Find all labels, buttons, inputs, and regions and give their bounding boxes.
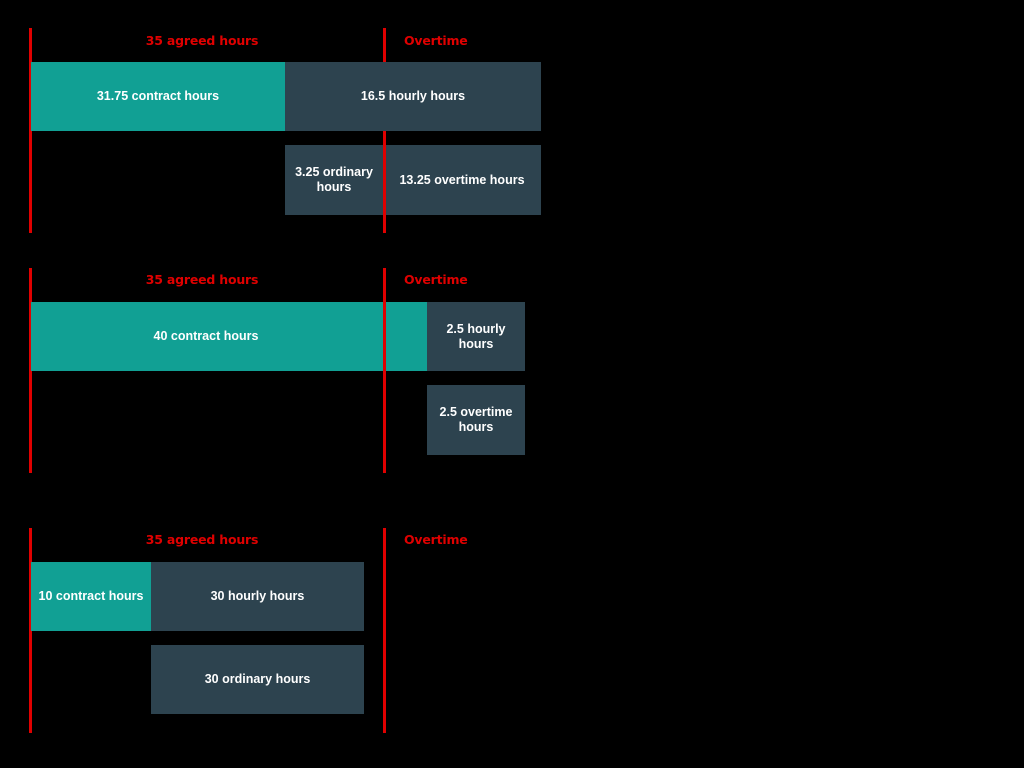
hourly-hours-block-3: 30 hourly hours xyxy=(151,562,364,631)
ordinary-hours-label-3: 30 ordinary hours xyxy=(204,672,311,686)
agreed-hours-start-line-1 xyxy=(29,28,32,233)
contract-hours-block-1: 31.75 contract hours xyxy=(31,62,285,131)
agreed-hours-start-line-2 xyxy=(29,268,32,473)
ordinary-hours-block-1: 3.25 ordinary hours xyxy=(285,145,383,215)
agreed-hours-label-2: 35 agreed hours xyxy=(145,272,259,287)
hourly-hours-block-1: 16.5 hourly hours xyxy=(285,62,541,131)
overtime-label-1: Overtime xyxy=(404,33,468,48)
ordinary-hours-block-3: 30 ordinary hours xyxy=(151,645,364,714)
overtime-boundary-line-2-overlay xyxy=(383,302,386,473)
contract-hours-label-1: 31.75 contract hours xyxy=(96,89,220,103)
hourly-hours-label-1: 16.5 hourly hours xyxy=(360,89,466,103)
overtime-boundary-line-3 xyxy=(383,528,386,733)
overtime-hours-label-2: 2.5 overtime hours xyxy=(439,405,513,434)
contract-hours-label-2: 40 contract hours xyxy=(153,329,259,343)
contract-hours-block-3: 10 contract hours xyxy=(31,562,151,631)
hourly-hours-label-3: 30 hourly hours xyxy=(210,589,305,603)
ordinary-hours-label-1: 3.25 ordinary hours xyxy=(295,165,373,194)
hourly-hours-label-2: 2.5 hourly hours xyxy=(446,321,506,351)
contract-hours-label-3: 10 contract hours xyxy=(38,589,144,603)
overtime-label-2: Overtime xyxy=(404,272,468,287)
agreed-hours-label-3: 35 agreed hours xyxy=(145,532,259,547)
agreed-hours-label-1: 35 agreed hours xyxy=(145,33,259,48)
agreed-hours-start-line-3 xyxy=(29,528,32,733)
overtime-hours-label-1: 13.25 overtime hours xyxy=(399,172,525,187)
overtime-boundary-line-1-overlay xyxy=(383,131,386,233)
overtime-hours-block-1: 13.25 overtime hours xyxy=(383,145,541,215)
overtime-hours-block-2: 2.5 overtime hours xyxy=(427,385,525,455)
hourly-hours-block-2: 2.5 hourly hours xyxy=(427,302,525,371)
contract-hours-block-2: 40 contract hours xyxy=(31,302,427,371)
overtime-label-3: Overtime xyxy=(404,532,468,547)
